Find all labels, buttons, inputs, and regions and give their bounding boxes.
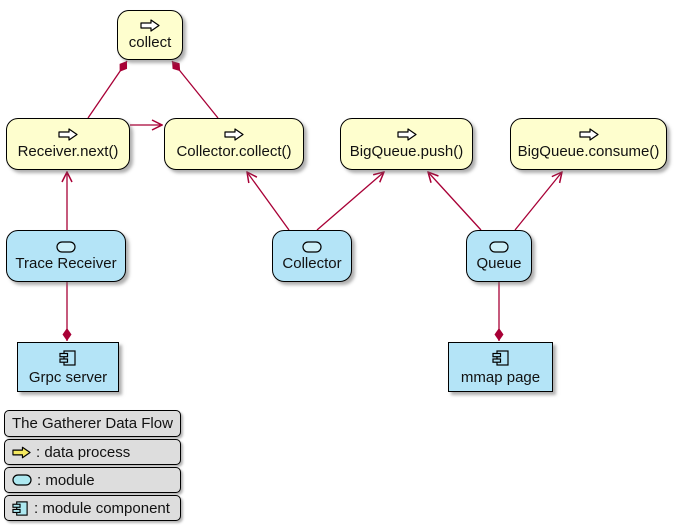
- legend-entry-label: : module: [37, 471, 95, 489]
- node-label: Collector: [282, 254, 342, 272]
- node-mmap-page: mmap page: [448, 342, 553, 392]
- legend: The Gatherer Data Flow : data process : …: [4, 410, 181, 521]
- legend-entry-label: : data process: [36, 443, 131, 461]
- module-component-icon: [12, 500, 28, 516]
- node-label: Collector.collect(): [176, 143, 292, 161]
- edge-collect-to-collector_collect: [171, 60, 219, 119]
- legend-title: The Gatherer Data Flow: [4, 410, 181, 437]
- module-component-icon: [491, 350, 509, 366]
- node-bigqueue-push: BigQueue.push(): [340, 118, 473, 170]
- node-receiver-next: Receiver.next(): [6, 118, 130, 170]
- data-process-arrow-icon: [140, 19, 160, 32]
- legend-entry-label: : module component: [34, 499, 170, 517]
- legend-entry-module: : module: [4, 467, 181, 493]
- node-label: BigQueue.push(): [349, 143, 464, 161]
- node-label: BigQueue.consume(): [517, 143, 660, 161]
- module-oval-icon: [12, 474, 32, 486]
- node-grpc-server: Grpc server: [17, 342, 119, 392]
- node-label: mmap page: [460, 368, 541, 386]
- edge-collector-to-bigqueue_push: [316, 172, 384, 231]
- edge-collect-to-receiver_next: [87, 60, 128, 119]
- module-oval-icon: [302, 241, 322, 253]
- data-process-arrow-icon: [578, 128, 599, 141]
- module-oval-icon: [56, 241, 76, 253]
- legend-entry-module-component: : module component: [4, 495, 181, 521]
- node-collector: Collector: [272, 230, 352, 282]
- edge-queue-to-bigqueue_push: [428, 172, 482, 231]
- module-component-icon: [59, 350, 76, 366]
- data-process-arrow-icon: [396, 128, 417, 141]
- data-process-arrow-icon: [224, 128, 244, 141]
- node-label: Queue: [476, 254, 522, 272]
- legend-entry-data-process: : data process: [4, 439, 181, 465]
- node-label: Grpc server: [28, 368, 108, 386]
- node-queue: Queue: [466, 230, 532, 282]
- legend-title-text: The Gatherer Data Flow: [12, 415, 173, 432]
- data-process-arrow-icon: [58, 128, 78, 141]
- edge-queue-to-bigqueue_consume: [514, 172, 562, 231]
- data-process-arrow-icon: [12, 446, 31, 458]
- module-oval-icon: [489, 241, 509, 253]
- node-label: collect: [128, 34, 172, 52]
- node-collector-collect: Collector.collect(): [164, 118, 304, 170]
- node-trace-receiver: Trace Receiver: [6, 230, 126, 282]
- edge-collector-to-collector_collect: [247, 172, 290, 231]
- node-bigqueue-consume: BigQueue.consume(): [510, 118, 667, 170]
- node-collect: collect: [117, 10, 183, 60]
- node-label: Receiver.next(): [17, 143, 119, 161]
- node-label: Trace Receiver: [15, 254, 117, 272]
